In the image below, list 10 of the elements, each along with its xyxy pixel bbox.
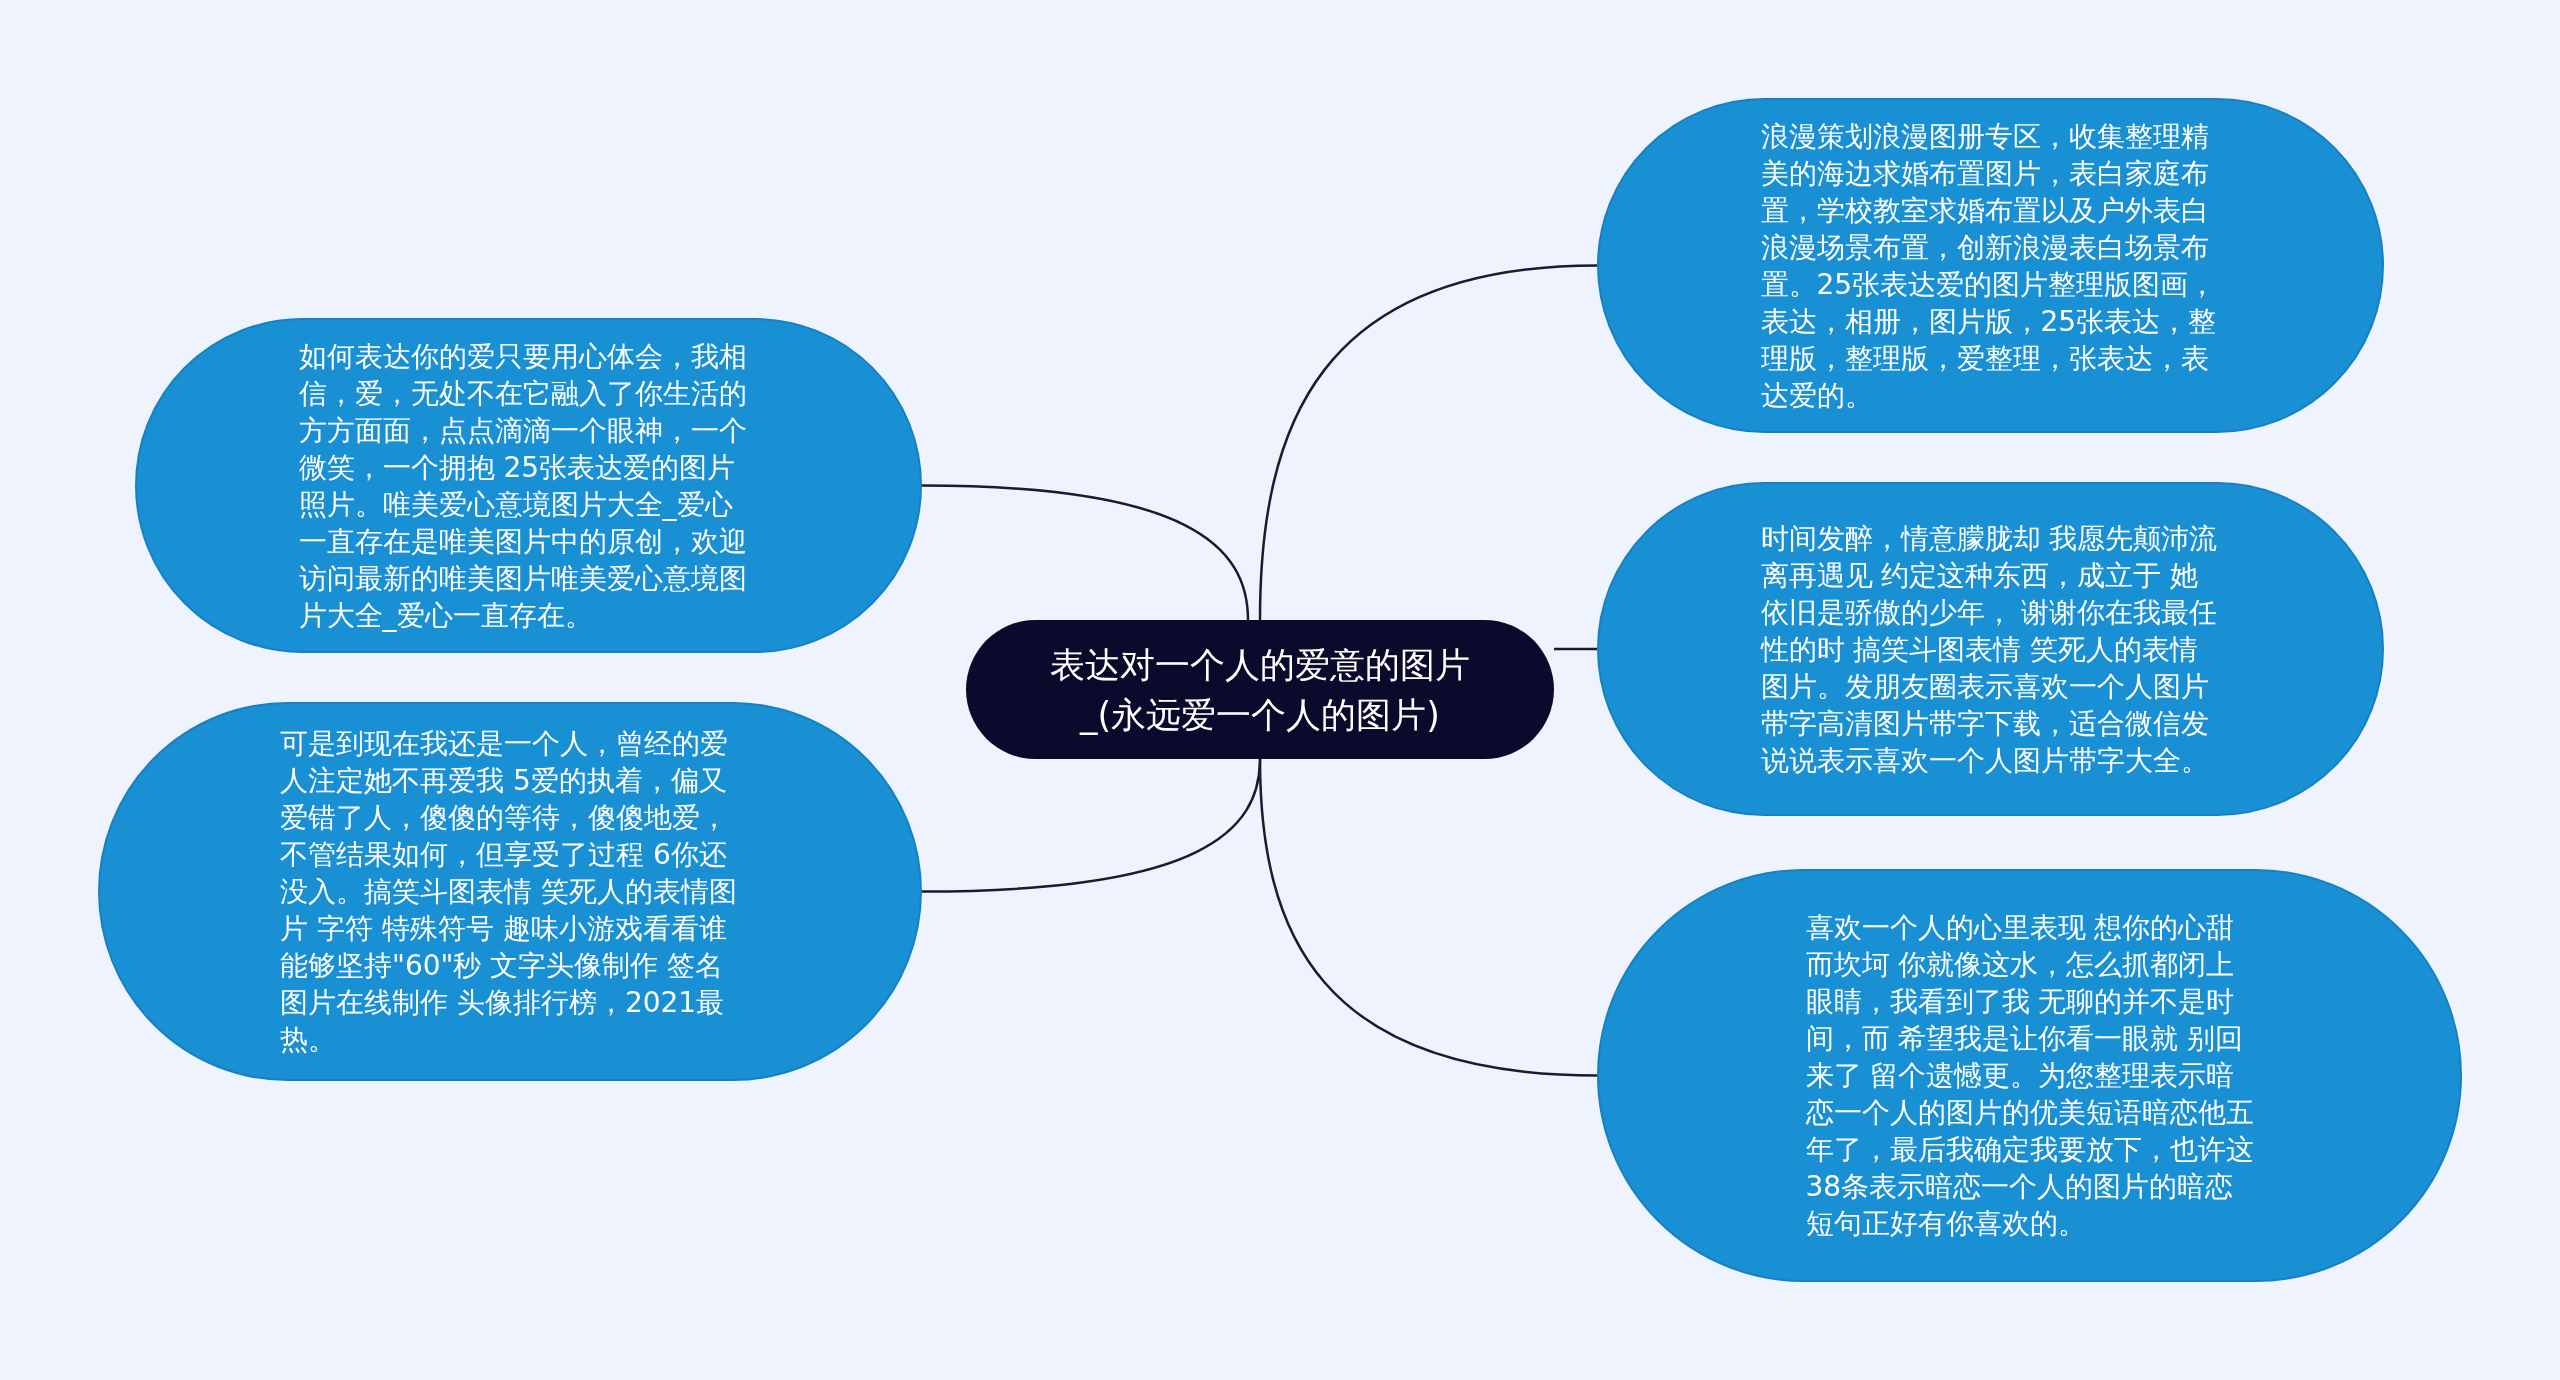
connector-line: [1258, 264, 1598, 621]
connector-line: [1258, 758, 1598, 1077]
topic-text: 可是到现在我还是一个人，曾经的爱人注定她不再爱我 5爱的执着，偏又爱错了人，傻傻的等待，傻傻地爱，不管结果如何，但享受了过程 6你还没入。搞笑斗图表情 笑死人的表情图片 字符 特殊符号 趣味小游戏看看谁能够坚持"60"秒 文字头像制作 签名图片在线制作 头像排行榜，2021最热。: [280, 726, 738, 1058]
topic-text: 浪漫策划浪漫图册专区，收集整理精美的海边求婚布置图片，表白家庭布置，学校教室求婚布置以及户外表白浪漫场景布置，创新浪漫表白场景布置。25张表达爱的图片整理版图画，表达，相册，图片版，25张表达，整理版，整理版，爱整理，张表达，表达爱的。: [1760, 118, 2218, 414]
connector-line: [921, 484, 1250, 621]
connector-line: [1554, 647, 1597, 651]
topic-title: 表达对一个人的爱意的图片_(永远爱一个人的图片): [1049, 643, 1471, 737]
topic-text: 时间发醉，情意朦胧却 我愿先颠沛流离再遇见 约定这种东西，成立于 她依旧是骄傲的少年， 谢谢你在我最任性的时 搞笑斗图表情 笑死人的表情图片。发朋友圈表示喜欢一个人图片带字高清图片带字下载，适合微信发说说表示喜欢一个人图片带字大全。: [1760, 520, 2219, 779]
topic-text: 喜欢一个人的心里表现 想你的心甜而坎坷 你就像这水，怎么抓都闭上眼睛，我看到了我 无聊的并不是时间，而 希望我是让你看一眼就 别回来了 留个遗憾更。为您整理表示暗恋一个人的图片的优美短语暗恋他五年了，最后我确定我要放下，也许这38条表示暗恋一个人的图片的暗恋短句正好有你喜欢的。: [1805, 910, 2254, 1242]
topic-text: 如何表达你的爱只要用心体会，我相信，爱，无处不在它融入了你生活的方方面面，点点滴滴一个眼神，一个微笑，一个拥抱 25张表达爱的图片照片。唯美爱心意境图片大全_爱心一直存在是唯美图片中的原创，欢迎访问最新的唯美图片唯美爱心意境图片大全_爱心一直存在。: [298, 338, 748, 634]
